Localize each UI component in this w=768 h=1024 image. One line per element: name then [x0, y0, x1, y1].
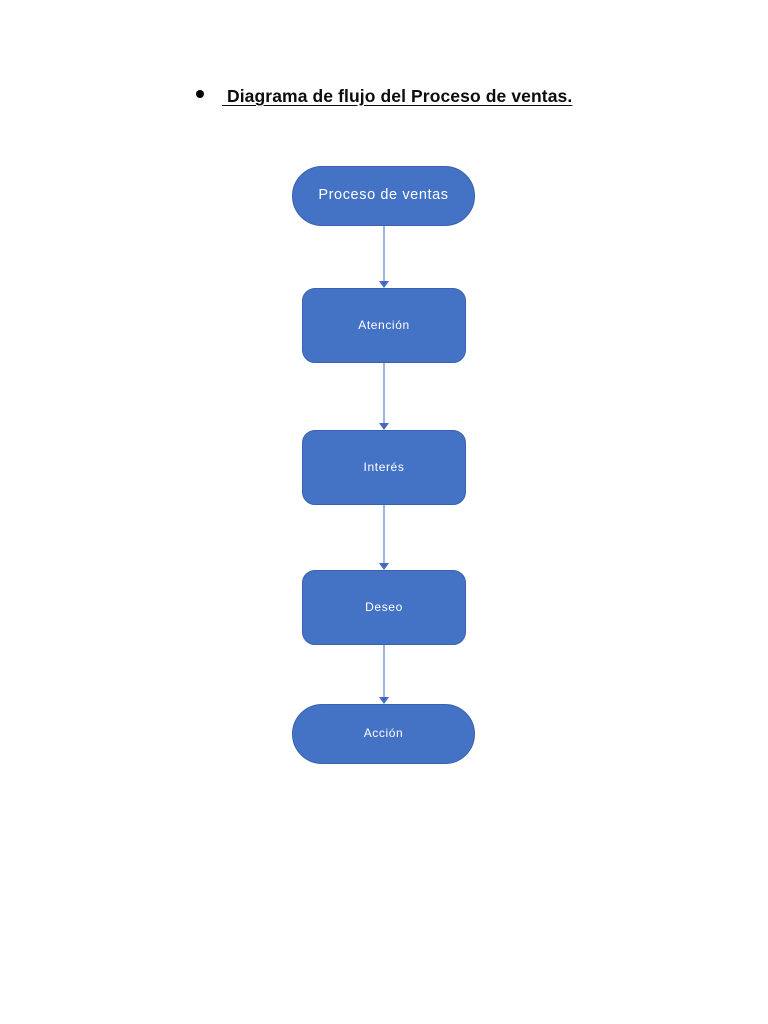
flow-node-deseo[interactable]: Deseo — [302, 570, 466, 645]
connector-line — [383, 363, 385, 423]
flow-node-label: Acción — [363, 726, 404, 741]
connector-line — [383, 505, 385, 563]
flow-node-proceso-de-ventas[interactable]: Proceso de ventas — [292, 166, 475, 226]
connector-line — [383, 645, 385, 697]
heading-bullet-item: Diagrama de flujo del Proceso de ventas. — [196, 86, 572, 107]
flow-node-label: Proceso de ventas — [318, 187, 449, 204]
flow-node-atencion[interactable]: Atención — [302, 288, 466, 363]
flow-node-accion[interactable]: Acción — [292, 704, 475, 764]
flow-connector-deseo-to-accion — [374, 645, 394, 704]
flow-node-label: Atención — [358, 317, 410, 332]
arrow-down-icon — [379, 697, 389, 704]
flow-connector-interes-to-deseo — [374, 505, 394, 570]
page-title: Diagrama de flujo del Proceso de ventas. — [222, 86, 573, 106]
flow-node-interes[interactable]: Interés — [302, 430, 466, 505]
bullet-point-icon — [196, 90, 204, 98]
flow-node-label: Interés — [363, 459, 405, 474]
arrow-down-icon — [379, 281, 389, 288]
arrow-down-icon — [379, 563, 389, 570]
connector-line — [383, 226, 385, 281]
flow-connector-atencion-to-interes — [374, 363, 394, 430]
flow-connector-proceso-de-ventas-to-atencion — [374, 226, 394, 288]
flow-node-label: Deseo — [365, 599, 403, 614]
arrow-down-icon — [379, 423, 389, 430]
